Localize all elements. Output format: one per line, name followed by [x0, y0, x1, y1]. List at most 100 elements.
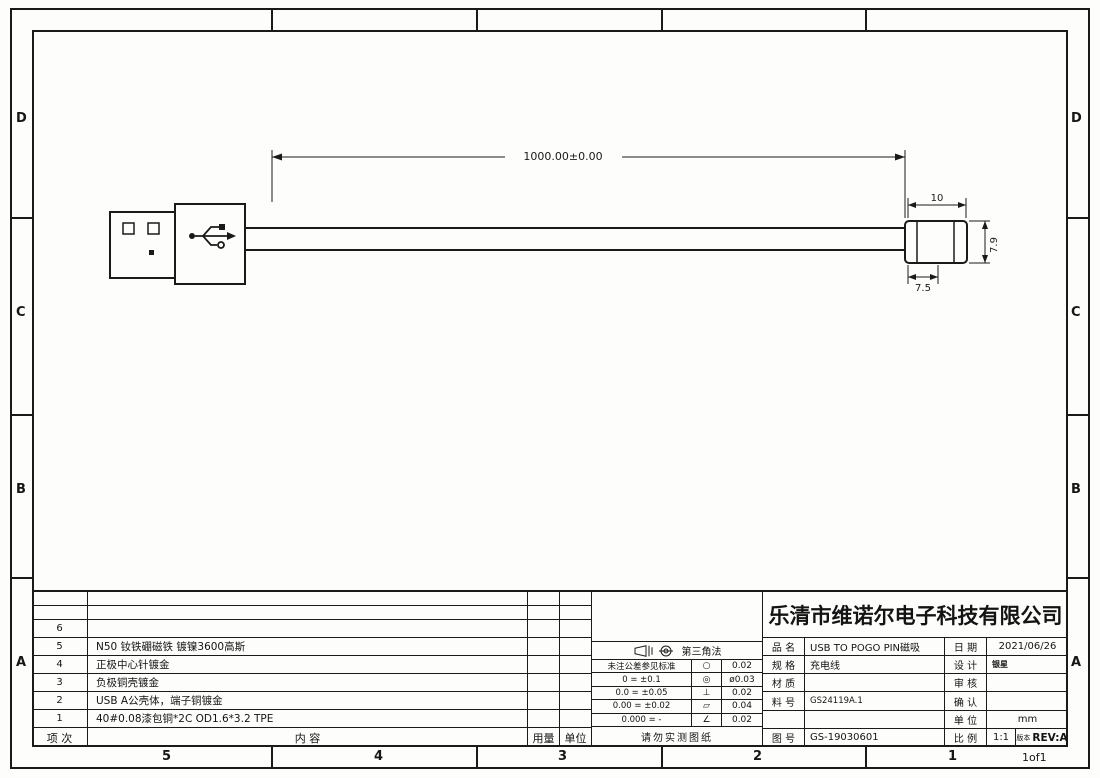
zone-tick: [865, 747, 867, 769]
spec-label: 规 格: [763, 656, 805, 675]
zone-tick: [1068, 414, 1090, 416]
tolerance-row: 0.000 = - ∠ 0.02: [592, 713, 762, 727]
bom-item-desc: [88, 620, 528, 637]
bom-item-desc: [88, 606, 528, 619]
bom-item-no: 5: [32, 638, 88, 655]
zone-tick: [476, 747, 478, 769]
tolerance-row: 0.00 = ±0.02 ▱ 0.04: [592, 700, 762, 714]
zone-tick: [271, 747, 273, 769]
reviewer-label: 审 核: [945, 674, 987, 693]
tolerance-value: 0.02: [731, 714, 753, 725]
bom-item-qty: [528, 674, 560, 691]
bom-header-content: 内 容: [88, 728, 528, 747]
usb-trident-icon: [189, 224, 236, 249]
bom-item-desc: 负极铜壳镀金: [88, 674, 528, 691]
dimension-step-label: 7.5: [915, 283, 931, 294]
bom-row: 6: [32, 620, 592, 638]
zone-label-bottom-4: 4: [374, 749, 384, 764]
bom-item-no: 2: [32, 692, 88, 709]
tolerance-rule: 0.000 = -: [592, 713, 692, 726]
tolerance-value: 0.04: [731, 701, 753, 712]
flatness-symbol: ▱: [692, 700, 722, 713]
product-value: USB TO POGO PIN磁吸: [805, 638, 945, 657]
zone-label-right-c: C: [1071, 305, 1081, 320]
tolerance-rule: 未注公差参见标准: [592, 660, 692, 673]
revision-cell: 版本 REV:A: [1016, 729, 1068, 747]
usb-a-shell: [109, 211, 176, 279]
bom-item-desc: USB A公壳体，端子铜镀金: [88, 692, 528, 709]
bom-item-unit: [560, 692, 592, 709]
bom-item-qty: [528, 656, 560, 673]
zone-tick: [10, 217, 32, 219]
dimension-lines: [271, 150, 990, 284]
do-not-scale-note: 请勿实测图纸: [641, 733, 713, 745]
unit-value: mm: [987, 711, 1068, 729]
bom-item-qty: [528, 592, 560, 605]
projection-label: 第三角法: [681, 647, 722, 658]
dimension-length-label: 1000.00±0.00: [523, 150, 602, 163]
bom-item-desc: N50 钕铁硼磁铁 镀镍3600高斯: [88, 638, 528, 655]
zone-label-left-c: C: [16, 305, 26, 320]
bom-item-qty: [528, 638, 560, 655]
bom-item-unit: [560, 620, 592, 637]
bom-item-qty: [528, 606, 560, 619]
blank-cell: [763, 710, 805, 729]
scale-rev-cell: 1:1 版本 REV:A: [987, 728, 1068, 747]
bom-row-empty: [32, 606, 592, 620]
bom-header-item: 项 次: [32, 728, 88, 747]
bom-item-unit: [560, 674, 592, 691]
bom-header-row: 项 次 内 容 用量 单位: [32, 728, 592, 747]
zone-label-bottom-3: 3: [558, 749, 568, 764]
concentricity-symbol: ◎: [692, 673, 722, 686]
company-name: 乐清市维诺尔电子科技有限公司: [763, 592, 1068, 638]
blank-cell: [805, 710, 945, 729]
tolerance-row: 未注公差参见标准 ○ 0.02: [592, 660, 762, 674]
date-value: 2021/06/26: [987, 638, 1068, 657]
zone-label-bottom-5: 5: [162, 749, 172, 764]
bom-item-unit: [560, 710, 592, 727]
approver-value: [987, 692, 1068, 711]
dimension-texts: 1000.00±0.00 10 7.9 7.5: [523, 150, 1000, 294]
bom-item-unit: [560, 606, 592, 619]
bom-item-desc: [88, 592, 528, 605]
zone-tick: [10, 577, 32, 579]
zone-label-bottom-1: 1: [948, 749, 958, 764]
part-no-label: 料 号: [763, 692, 805, 711]
outer-border: [10, 8, 1090, 769]
tolerance-value: ø0.03: [729, 674, 755, 685]
title-block-grid: 品 名 USB TO POGO PIN磁吸 日 期 2021/06/26 规 格…: [763, 638, 1068, 747]
tolerance-table: 第三角法 未注公差参见标准 ○ 0.02 0 = ±0.1 ◎ ø0.03 0.…: [592, 590, 762, 747]
zone-label-left-a: A: [16, 655, 27, 670]
bom-item-desc: 40#0.08漆包铜*2C OD1.6*3.2 TPE: [88, 710, 528, 727]
cable-body: [245, 227, 910, 251]
dimension-width-label: 10: [931, 193, 944, 204]
tolerance-row: 0 = ±0.1 ◎ ø0.03: [592, 673, 762, 687]
tolerance-row: 0.0 = ±0.05 ⊥ 0.02: [592, 686, 762, 701]
pogo-connector: [904, 220, 968, 264]
bom-header-qty: 用量: [528, 728, 560, 747]
bom-item-no: 6: [32, 620, 88, 637]
perpendicularity-symbol: ⊥: [692, 686, 722, 700]
tolerance-rule: 0.00 = ±0.02: [592, 700, 692, 713]
zone-tick: [661, 747, 663, 769]
circularity-symbol: ○: [692, 660, 722, 673]
zone-label-right-b: B: [1071, 482, 1081, 497]
bom-item-unit: [560, 592, 592, 605]
designer-label: 设 计: [945, 656, 987, 675]
bom-item-qty: [528, 692, 560, 709]
bom-item-qty: [528, 710, 560, 727]
zone-tick: [476, 8, 478, 30]
bom-item-qty: [528, 620, 560, 637]
material-value: [805, 674, 945, 693]
bom-item-no: 1: [32, 710, 88, 727]
zone-tick: [271, 8, 273, 30]
scale-value: 1:1: [987, 728, 1016, 747]
tolerance-value: 0.02: [731, 661, 753, 672]
